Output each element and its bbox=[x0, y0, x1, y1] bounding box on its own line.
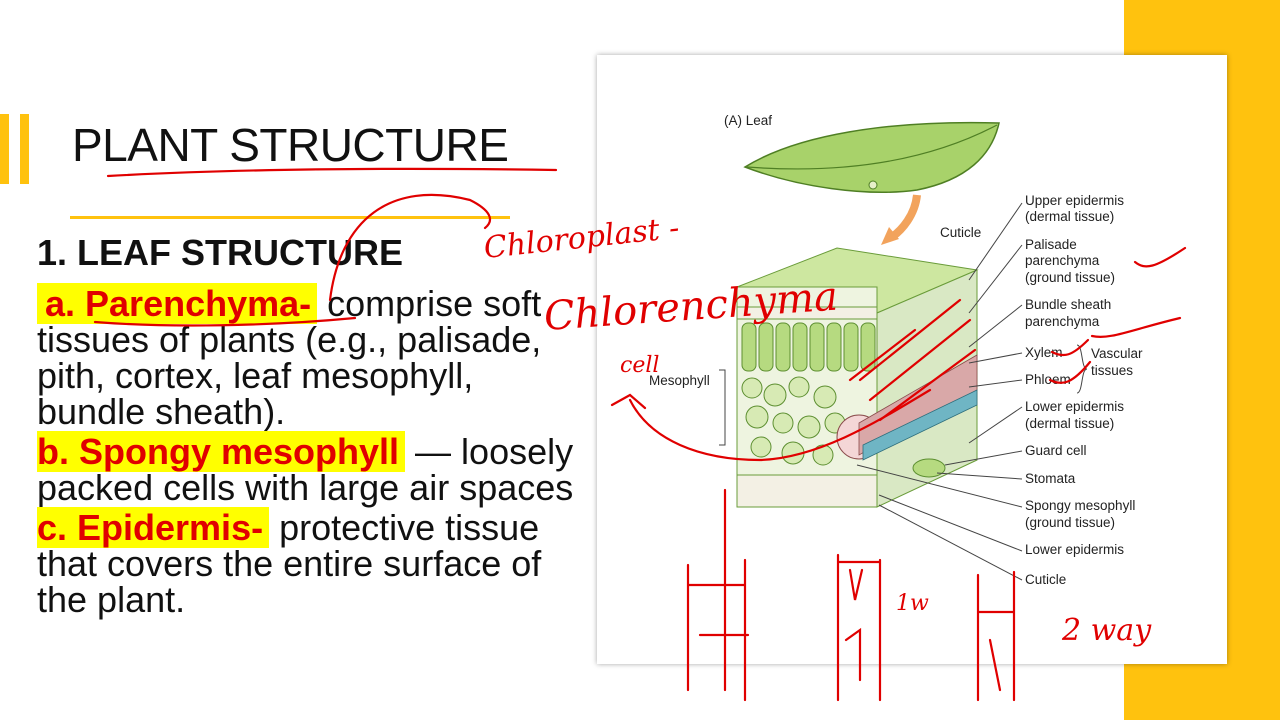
title-underline bbox=[70, 216, 510, 219]
term-epidermis: c. Epidermis- bbox=[37, 507, 270, 548]
label-palisade-3: (ground tissue) bbox=[1025, 270, 1115, 285]
label-cuticle-top: Cuticle bbox=[940, 225, 981, 240]
label-lower-epidermis-sub: (dermal tissue) bbox=[1025, 416, 1114, 431]
label-lower-epidermis: Lower epidermis bbox=[1025, 399, 1124, 414]
cross-section-block bbox=[735, 247, 979, 508]
label-lower-epidermis-b: Lower epidermis bbox=[1025, 542, 1124, 557]
label-mesophyll: Mesophyll bbox=[649, 373, 710, 388]
term-spongy-mesophyll: b. Spongy mesophyll bbox=[37, 431, 406, 472]
label-guard-cell: Guard cell bbox=[1025, 443, 1087, 458]
leaf-cross-section-diagram: (A) Leaf bbox=[649, 113, 1143, 587]
label-upper-epidermis-sub: (dermal tissue) bbox=[1025, 209, 1114, 224]
label-cuticle-bottom: Cuticle bbox=[1025, 572, 1066, 587]
label-palisade-2: parenchyma bbox=[1025, 253, 1100, 268]
label-phloem: Phloem bbox=[1025, 372, 1071, 387]
list-item-parenchyma: a. Parenchyma- comprise soft tissues of … bbox=[37, 283, 577, 432]
right-labels: Upper epidermis (dermal tissue) Palisade… bbox=[1025, 193, 1143, 587]
leaf-illustration bbox=[743, 121, 1000, 193]
panel-label: (A) Leaf bbox=[724, 113, 772, 128]
list-item-spongy-mesophyll: b. Spongy mesophyll — loosely packed cel… bbox=[37, 431, 577, 508]
label-spongy-mesophyll-sub: (ground tissue) bbox=[1025, 515, 1115, 530]
label-stomata: Stomata bbox=[1025, 471, 1076, 486]
label-vascular-2: tissues bbox=[1091, 363, 1133, 378]
page-title: PLANT STRUCTURE bbox=[72, 119, 509, 171]
label-bundle-sheath-2: parenchyma bbox=[1025, 314, 1100, 329]
label-upper-epidermis: Upper epidermis bbox=[1025, 193, 1124, 208]
title-marker-bar-1 bbox=[0, 114, 9, 184]
section-heading: 1. LEAF STRUCTURE bbox=[37, 232, 404, 273]
list-item-epidermis: c. Epidermis- protective tissue that cov… bbox=[37, 507, 577, 620]
label-bundle-sheath: Bundle sheath bbox=[1025, 297, 1111, 312]
title-marker-bar-2 bbox=[20, 114, 29, 184]
slide-content: 1. LEAF STRUCTURE a. Parenchyma- compris… bbox=[37, 232, 577, 618]
label-vascular: Vascular bbox=[1091, 346, 1143, 361]
leaf-figure-card: (A) Leaf bbox=[597, 55, 1227, 664]
zoom-arrow-icon bbox=[889, 194, 921, 241]
term-parenchyma: a. Parenchyma- bbox=[37, 283, 318, 324]
label-xylem: Xylem bbox=[1025, 345, 1063, 360]
desc-epidermis: protective tissue that covers the entire… bbox=[37, 507, 542, 620]
desc-parenchyma: comprise soft tissues of plants (e.g., p… bbox=[37, 283, 542, 432]
label-palisade: Palisade bbox=[1025, 237, 1077, 252]
desc-spongy-mesophyll: — loosely packed cells with large air sp… bbox=[37, 431, 574, 508]
label-spongy-mesophyll: Spongy mesophyll bbox=[1025, 498, 1135, 513]
leader-lines bbox=[856, 202, 1023, 581]
